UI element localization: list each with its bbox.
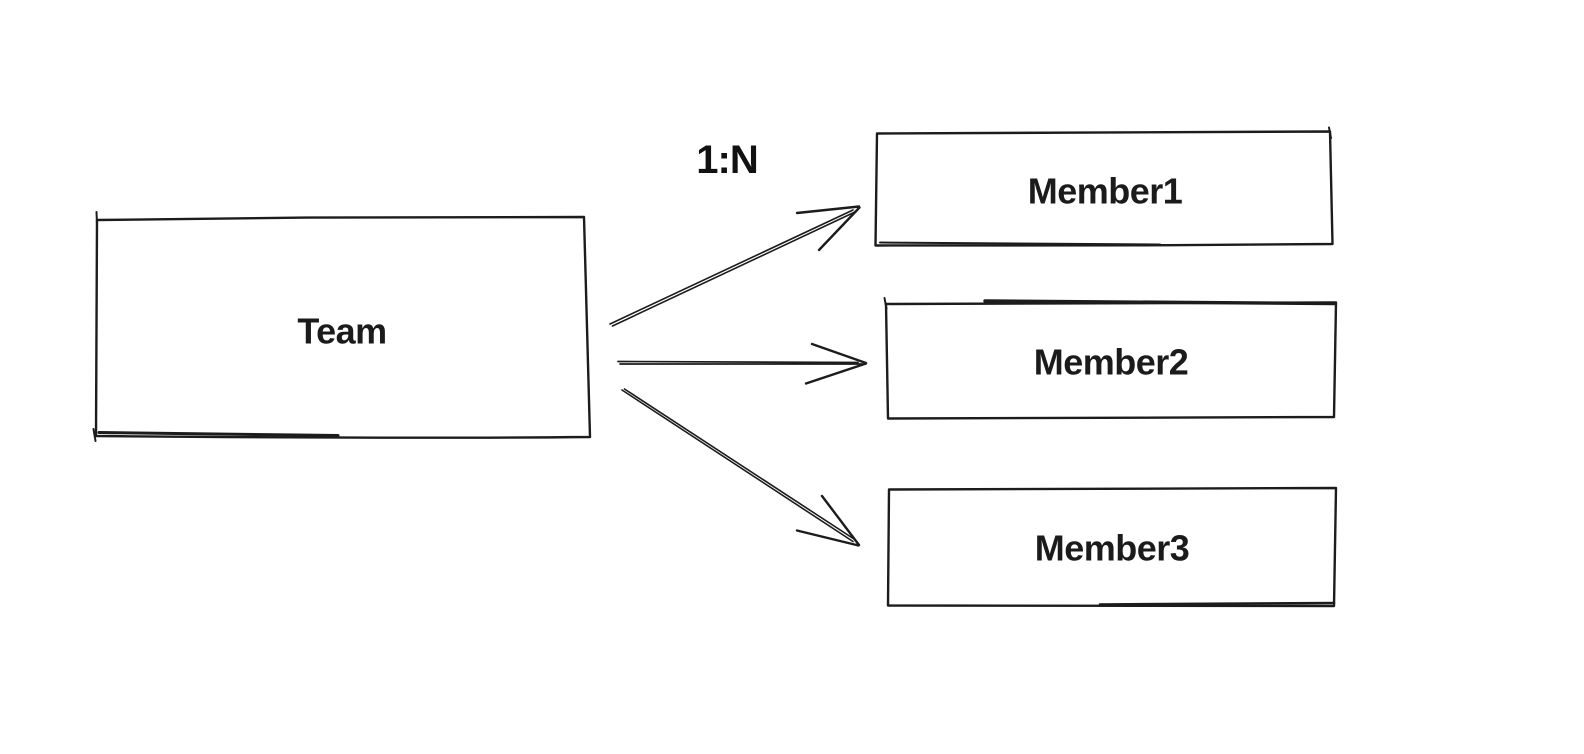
member3-box-outline — [886, 486, 1338, 608]
team-box-sketch-stroke — [97, 431, 340, 437]
member1-box-sketch-stroke — [879, 126, 1332, 246]
node-member1[interactable]: Member1 — [874, 126, 1334, 247]
member1-box-outline — [874, 130, 1334, 247]
arrow1-head — [795, 205, 861, 252]
node-member3[interactable]: Member3 — [886, 486, 1338, 608]
arrow2-head — [804, 342, 868, 385]
arrow-team-member3[interactable] — [621, 388, 861, 547]
arrow3-head — [795, 494, 861, 547]
arrow1-shaft — [609, 209, 857, 327]
node-label-member3: Member3 — [1035, 528, 1190, 569]
team-box-sketch-stroke — [92, 211, 98, 442]
arrow-team-member2[interactable] — [617, 342, 868, 385]
node-team[interactable]: Team — [92, 211, 592, 442]
arrow2-shaft — [617, 360, 863, 365]
member3-box-sketch-stroke — [1098, 601, 1336, 606]
member2-box-sketch-stroke — [983, 299, 1336, 306]
node-label-member2: Member2 — [1034, 342, 1189, 383]
arrow-team-member1[interactable]: 1:N — [609, 138, 861, 327]
node-member2[interactable]: Member2 — [883, 297, 1338, 420]
arrow3-shaft — [621, 388, 857, 543]
node-label-team: Team — [297, 311, 386, 352]
relationship-label: 1:N — [696, 138, 757, 182]
team-box-outline — [94, 215, 592, 439]
member2-box-sketch-stroke — [883, 297, 888, 310]
node-label-member1: Member1 — [1028, 171, 1183, 212]
